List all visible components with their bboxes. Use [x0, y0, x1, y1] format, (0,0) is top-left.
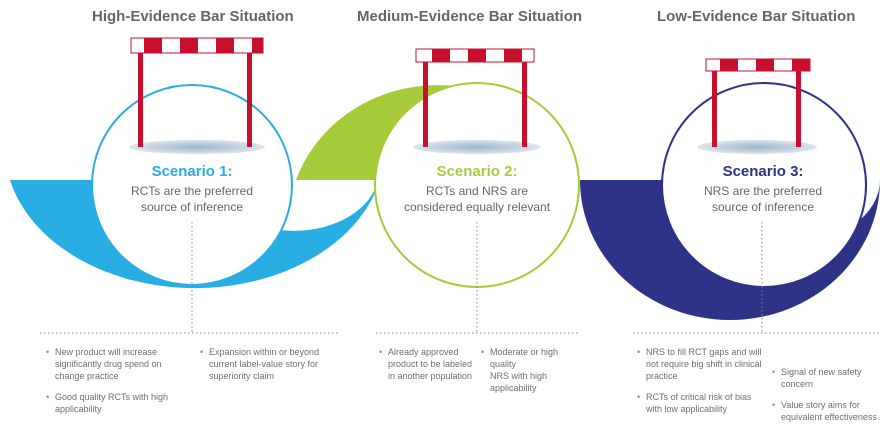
scenario-3-criteria-right: Signal of new safety concern Value story…	[772, 366, 878, 432]
scenario-3-title: Scenario 3:	[722, 163, 804, 180]
scenario-2-criteria-left: Already approved product to be labeled i…	[379, 346, 479, 391]
list-item: NRS to fill RCT gaps and will not requir…	[637, 346, 767, 382]
heading-high-evidence: High-Evidence Bar Situation	[92, 8, 294, 25]
list-item: Value story aims for equivalent effectiv…	[772, 399, 878, 423]
scenario-3-criteria-left: NRS to fill RCT gaps and will not requir…	[637, 346, 767, 424]
list-item: Expansion within or beyond current label…	[200, 346, 340, 382]
scenario-3-desc-line1: NRS are the preferred	[703, 184, 823, 198]
hurdle-high	[129, 37, 265, 154]
list-item: New product will increase significantly …	[46, 346, 186, 382]
scenario-3-desc-line2: source of inference	[711, 200, 815, 214]
list-item: Already approved product to be labeled i…	[379, 346, 479, 382]
scenario-2-title: Scenario 2:	[436, 163, 518, 180]
scenario-2-criteria-right: Moderate or high quality NRS with high a…	[481, 346, 581, 403]
list-item: Signal of new safety concern	[772, 366, 878, 390]
scenario-1-label: Scenario 1: RCTs are the preferred sourc…	[102, 163, 282, 215]
list-item: Good quality RCTs with high applicabilit…	[46, 391, 186, 415]
heading-low-evidence: Low-Evidence Bar Situation	[657, 8, 856, 25]
scenario-2-desc-line1: RCTs and NRS are	[425, 184, 529, 198]
scenario-3-label: Scenario 3: NRS are the preferred source…	[668, 163, 858, 215]
scenario-2-desc-line2: considered equally relevant	[403, 200, 551, 214]
list-item: RCTs of critical risk of bias with low a…	[637, 391, 767, 415]
list-item: Moderate or high quality NRS with high a…	[481, 346, 581, 394]
scenario-1-criteria-right: Expansion within or beyond current label…	[200, 346, 340, 391]
hurdle-medium	[413, 48, 541, 154]
scenario-1-criteria-left: New product will increase significantly …	[46, 346, 186, 424]
scenario-2-label: Scenario 2: RCTs and NRS are considered …	[377, 163, 577, 215]
hurdle-low	[697, 58, 817, 154]
scenario-1-desc-line1: RCTs are the preferred	[130, 184, 254, 198]
heading-medium-evidence: Medium-Evidence Bar Situation	[357, 8, 583, 25]
scenario-1-desc-line2: source of inference	[140, 200, 244, 214]
scenario-1-title: Scenario 1:	[151, 163, 233, 180]
list-item-line1: Moderate or high quality	[490, 347, 559, 369]
list-item-line2: NRS with high applicability	[490, 371, 548, 393]
